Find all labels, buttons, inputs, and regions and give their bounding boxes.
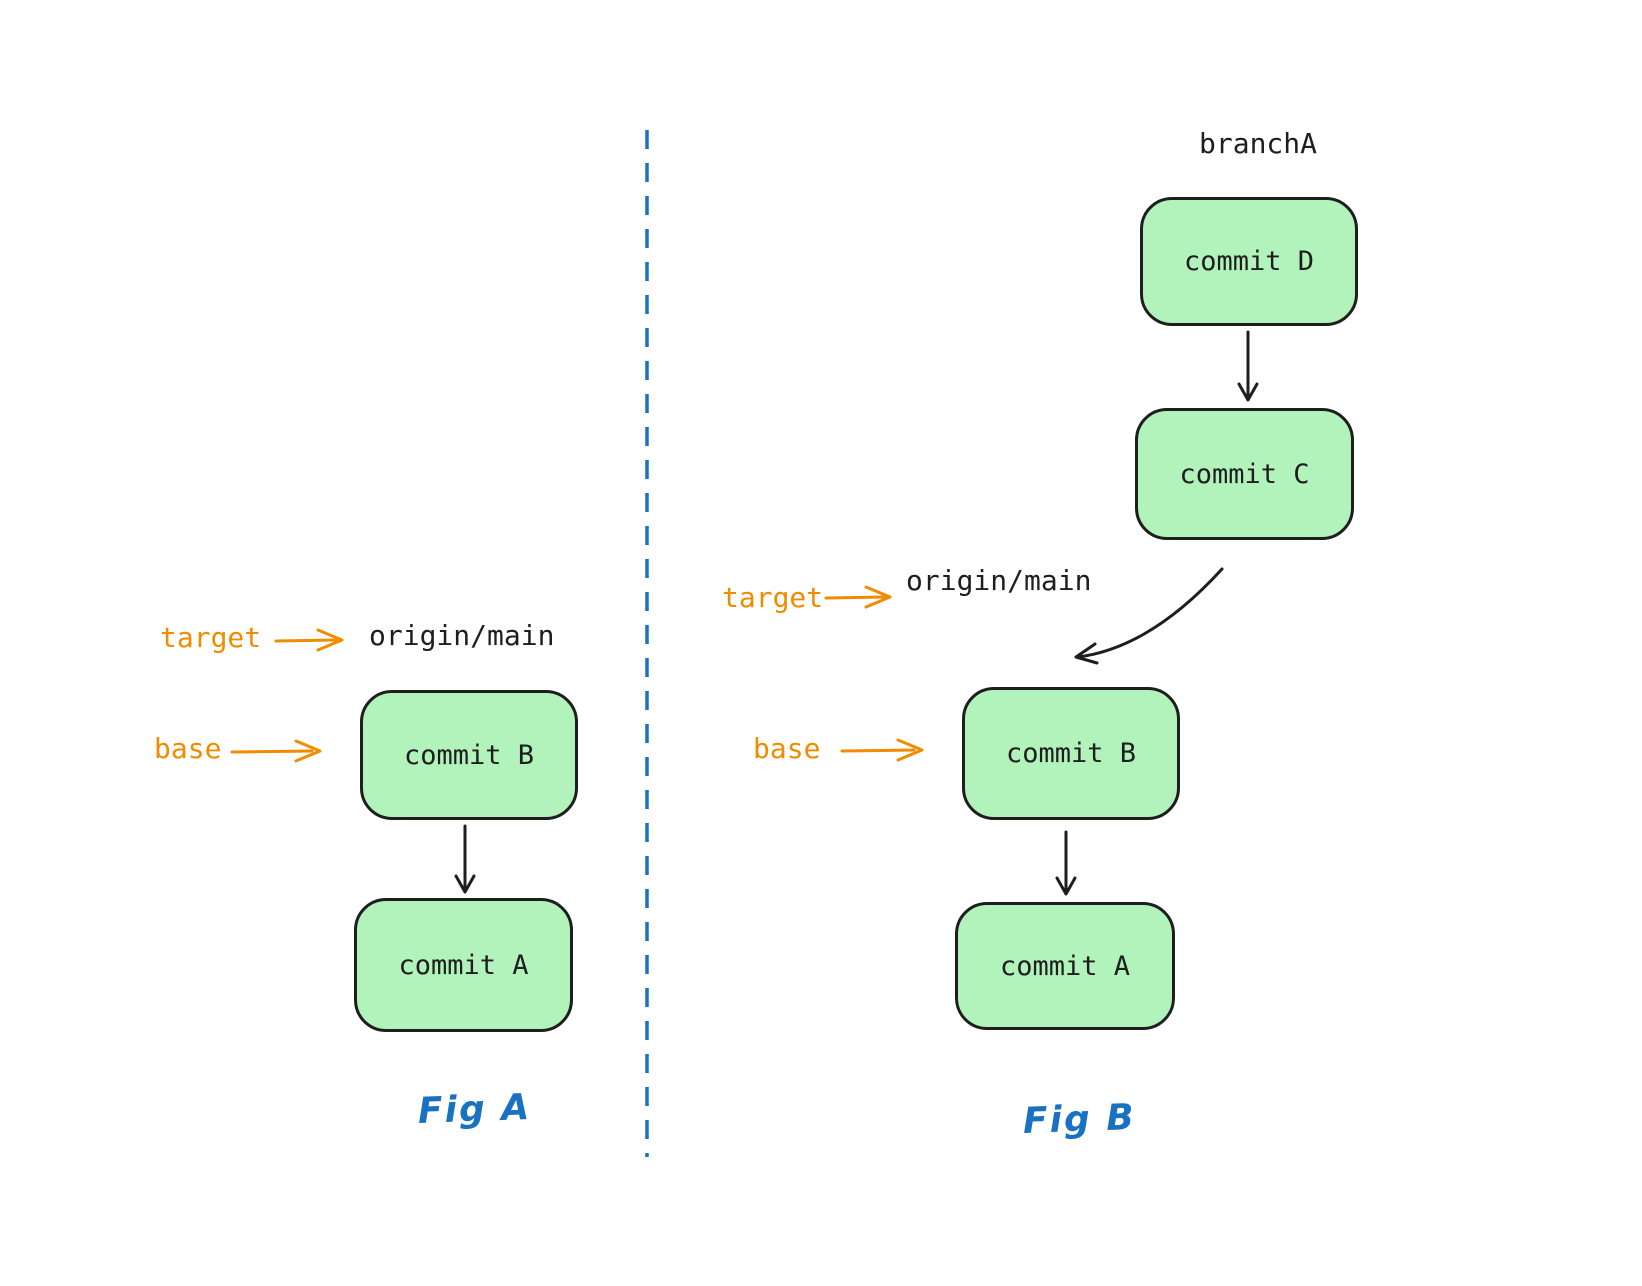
fig-a-target-label: target bbox=[160, 621, 262, 654]
fig-b-commit-b-to-a-arrow-icon bbox=[1055, 830, 1077, 896]
fig-b-commit-d-node: commit D bbox=[1140, 197, 1358, 326]
fig-a-commit-a-node: commit A bbox=[354, 898, 573, 1032]
fig-b-base-arrow-icon bbox=[840, 738, 924, 762]
fig-b-commit-c-label: commit C bbox=[1179, 458, 1310, 490]
fig-a-base-label: base bbox=[154, 732, 222, 765]
fig-a-target-ref-origin-main: origin/main bbox=[369, 619, 555, 652]
fig-b-commit-b-node: commit B bbox=[962, 687, 1180, 820]
fig-a-commit-a-label: commit A bbox=[398, 949, 529, 981]
fig-b-branch-a-label: branchA bbox=[1199, 127, 1318, 160]
fig-a-base-arrow-icon bbox=[230, 739, 322, 763]
fig-b-commit-d-to-c-arrow-icon bbox=[1237, 330, 1259, 402]
fig-b-target-ref-origin-main: origin/main bbox=[906, 564, 1092, 597]
fig-b-caption: Fig B bbox=[1022, 1097, 1137, 1142]
fig-a-commit-b-to-a-arrow-icon bbox=[454, 824, 476, 894]
fig-b-commit-c-to-b-curved-arrow-icon bbox=[1074, 567, 1224, 665]
fig-a-commit-b-label: commit B bbox=[403, 739, 535, 771]
fig-b-commit-c-node: commit C bbox=[1135, 408, 1354, 540]
fig-b-target-arrow-icon bbox=[824, 585, 892, 609]
fig-b-commit-d-label: commit D bbox=[1183, 246, 1315, 277]
fig-a-caption: Fig A bbox=[417, 1087, 532, 1132]
fig-b-base-label: base bbox=[753, 732, 821, 765]
fig-b-target-label: target bbox=[722, 581, 824, 614]
fig-a-commit-b-node: commit B bbox=[360, 690, 578, 820]
fig-b-commit-a-node: commit A bbox=[955, 902, 1175, 1030]
fig-a-target-arrow-icon bbox=[274, 628, 344, 652]
fig-b-commit-a-label: commit A bbox=[999, 950, 1131, 982]
fig-b-commit-b-label: commit B bbox=[1005, 738, 1137, 769]
